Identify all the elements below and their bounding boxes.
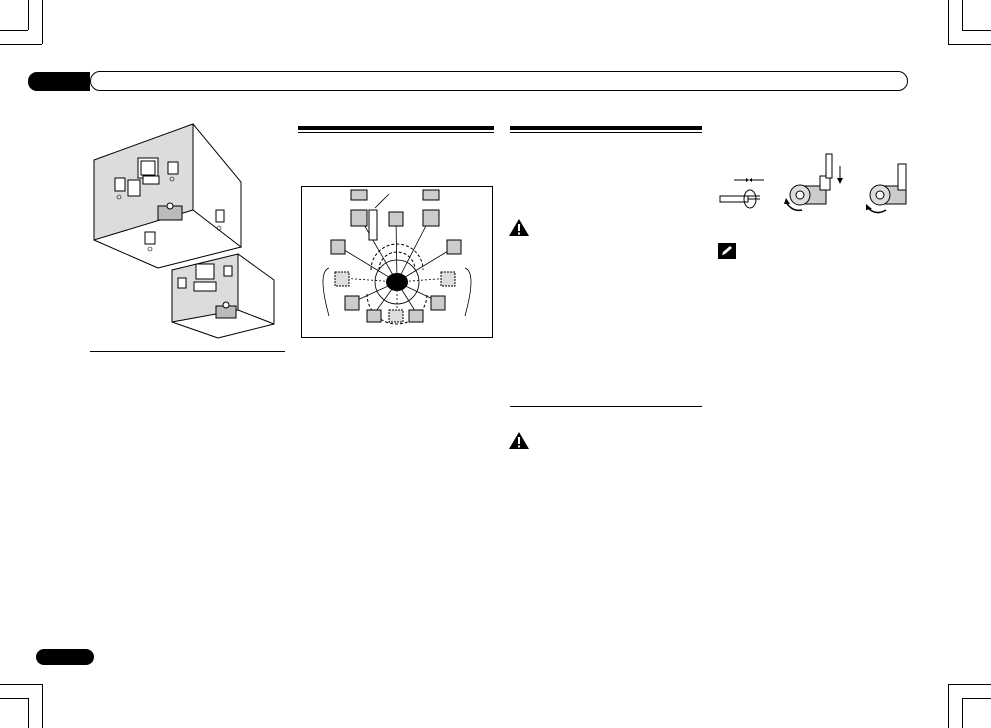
section-rule-col2-thin [298, 132, 494, 133]
section-rule-col3 [510, 126, 702, 130]
speaker-wire-steps [719, 153, 907, 214]
section-rule-col3-thin [510, 132, 702, 133]
warning-icon [509, 432, 529, 449]
room-illustration-bottom [171, 253, 275, 339]
page-number-tab [36, 649, 94, 665]
speaker-placement-diagram [301, 186, 493, 338]
room-illustration-top [93, 123, 242, 269]
note-icon [718, 243, 736, 259]
section-rule-left [90, 351, 285, 352]
section-rule-col3-lower [510, 406, 702, 407]
chapter-tab [28, 72, 90, 91]
warning-icon [509, 219, 529, 236]
header-bar [90, 71, 908, 91]
section-rule-col2 [298, 126, 494, 130]
